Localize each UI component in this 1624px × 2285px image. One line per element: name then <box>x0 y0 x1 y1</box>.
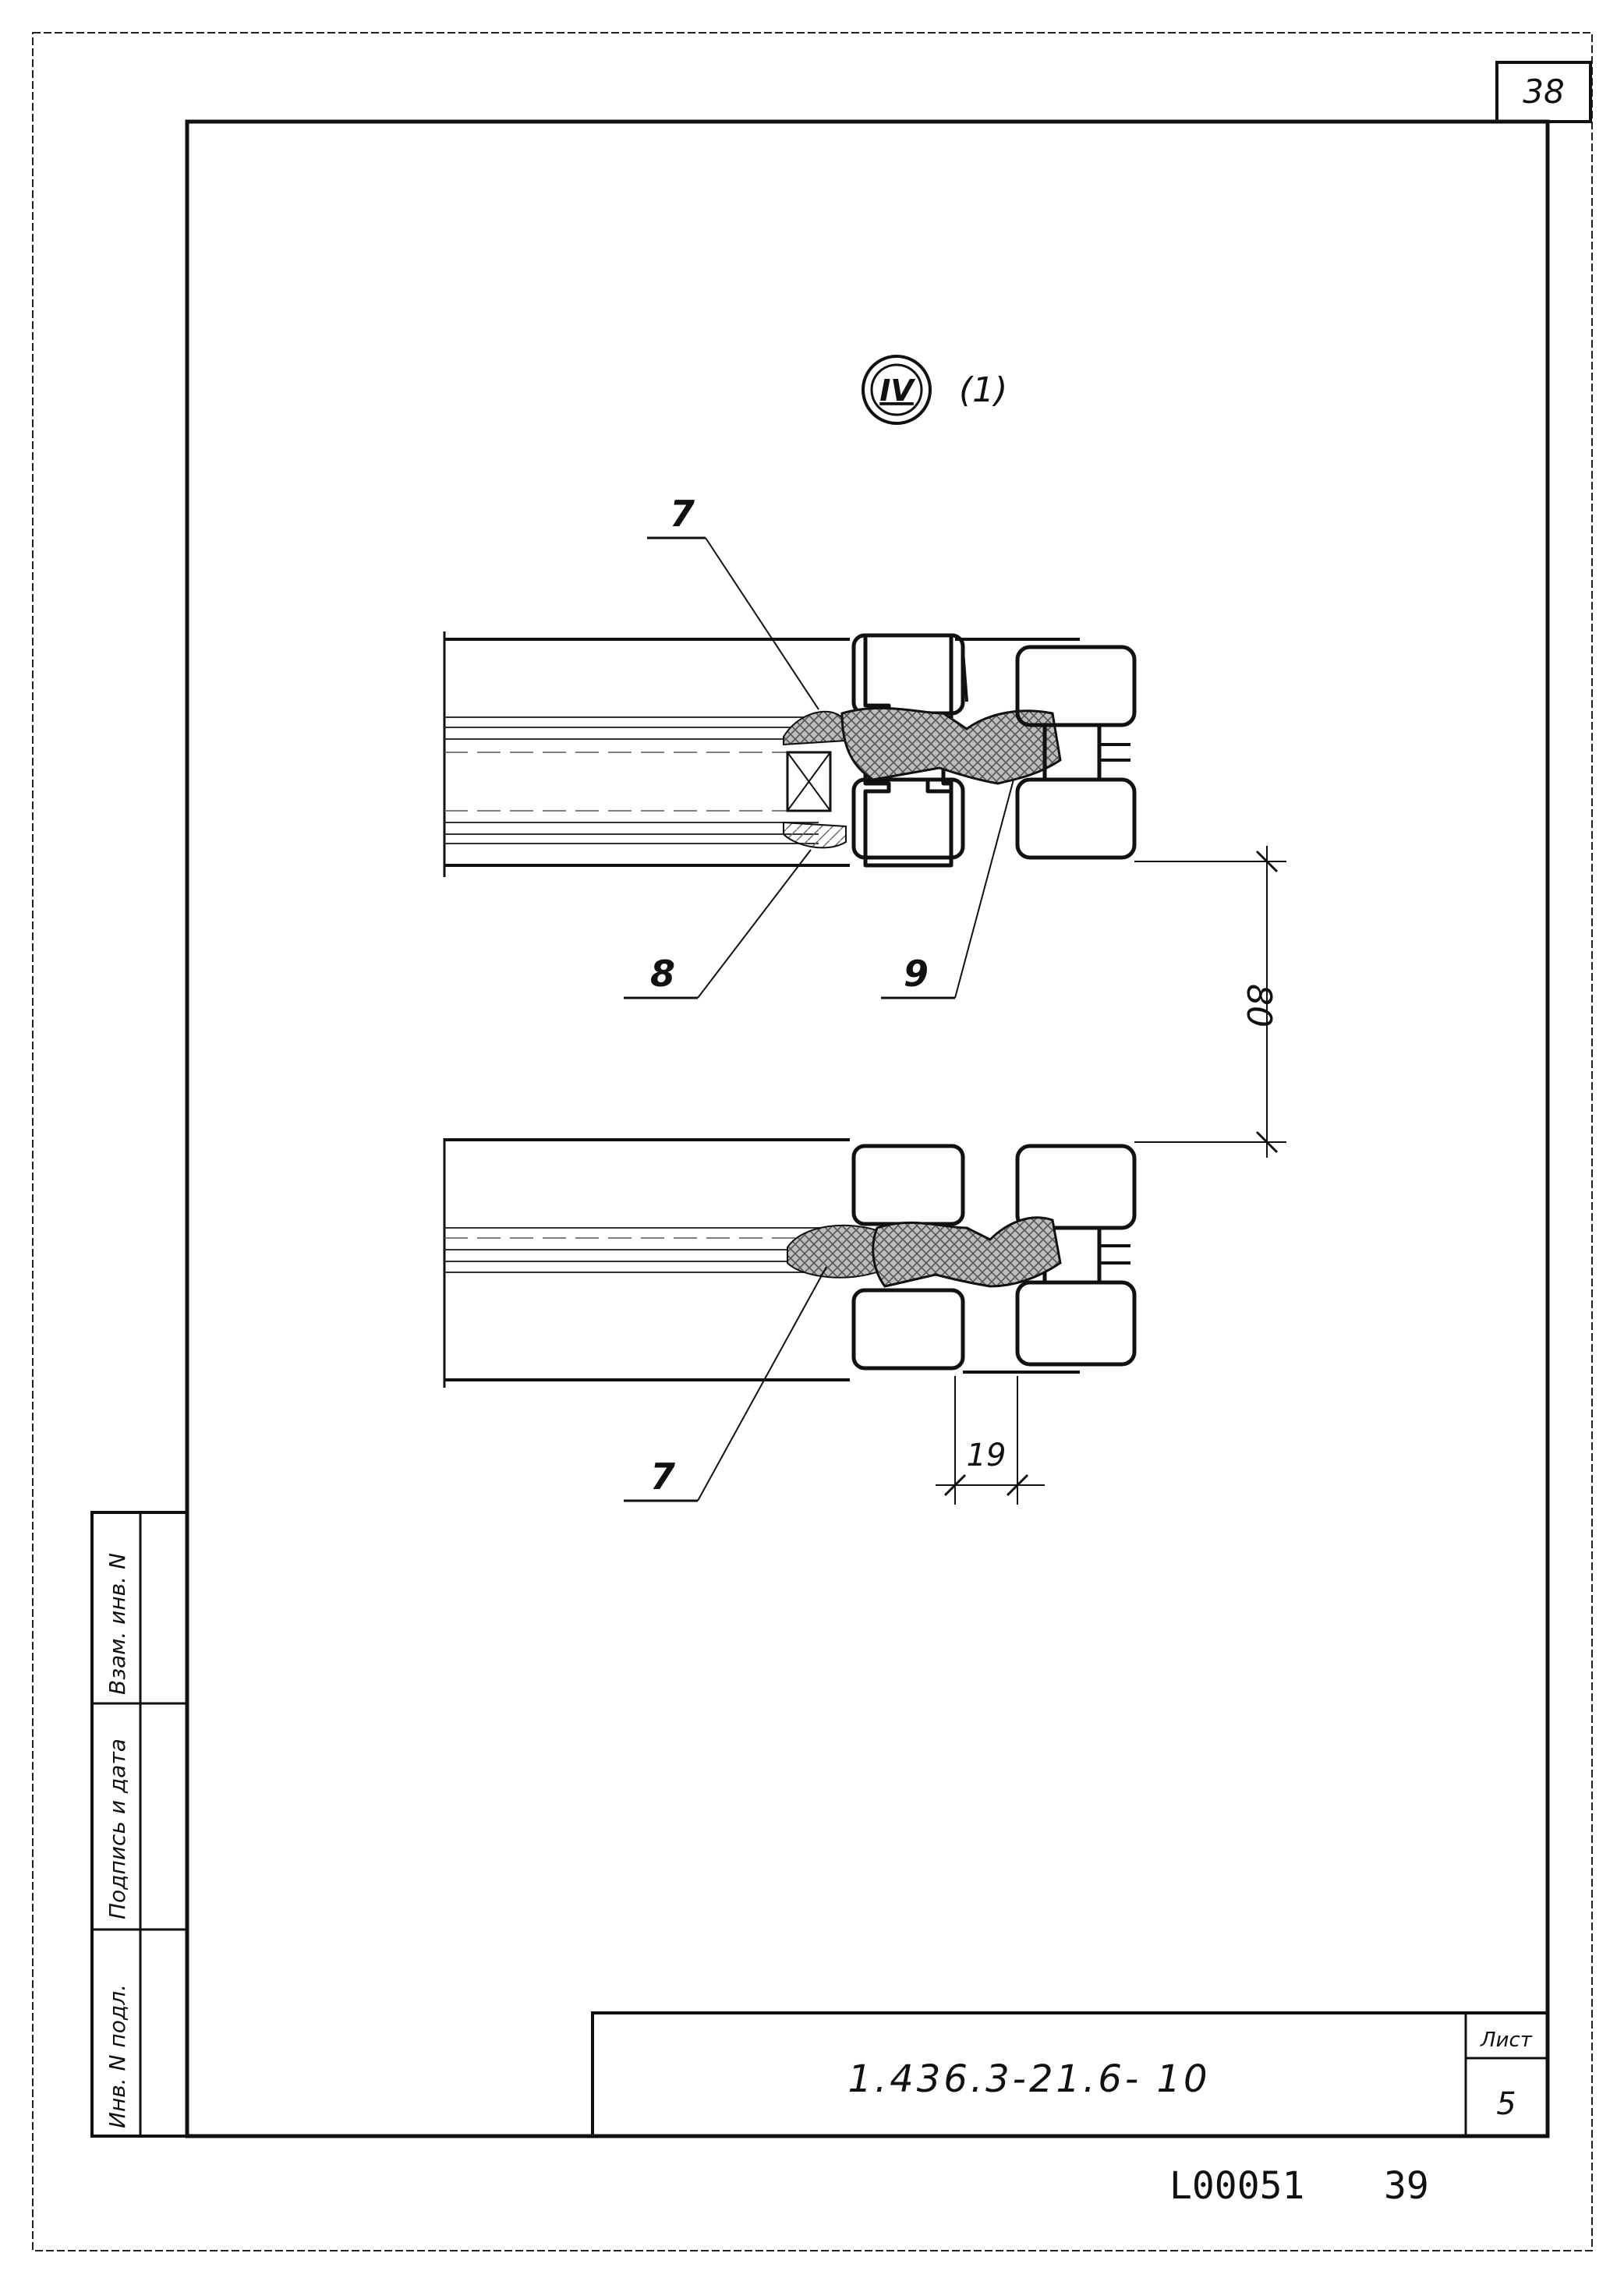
view-marker: IV (1) <box>862 355 1007 425</box>
callout-gasket: 9 <box>881 779 1014 999</box>
dimension-gap-value: 80 <box>1239 984 1279 1028</box>
outer-border <box>32 32 1593 2251</box>
callout-top: 7 <box>647 493 819 710</box>
sheet-label: Лист <box>1480 2029 1533 2052</box>
corner-sheet-number: 38 <box>1523 73 1564 111</box>
callout-top-label: 7 <box>670 493 695 535</box>
inner-frame <box>185 119 1550 2138</box>
side-stamp: Инв. N подл. Подпись и дата Взам. инв. N <box>90 1511 189 2138</box>
callout-bottom-label: 7 <box>650 1456 675 1498</box>
corner-number-box <box>1495 61 1592 123</box>
stamp-replacement-label: Взам. инв. N <box>104 1553 130 1695</box>
callout-gasket-label: 9 <box>904 953 929 995</box>
callout-bottom: 7 <box>624 1266 827 1502</box>
lower-section <box>443 1138 1137 1388</box>
archive-page: 39 <box>1384 2164 1429 2208</box>
dimension-gap: 80 <box>1134 846 1286 1158</box>
callout-seal-label: 8 <box>650 953 675 995</box>
stamp-inventory-label: Инв. N подл. <box>104 1984 130 2128</box>
dimension-width: 19 <box>936 1376 1045 1505</box>
callout-seal: 8 <box>624 849 812 999</box>
view-marker-numeral: IV <box>879 373 915 408</box>
archive-code: L00051 <box>1169 2164 1304 2208</box>
dimension-width-value: 19 <box>967 1438 1007 1473</box>
title-block: 1.436.3-21.6- 10 Лист 5 <box>591 2011 1549 2138</box>
document-code: 1.436.3-21.6- 10 <box>847 2057 1210 2101</box>
sheet-number: 5 <box>1496 2086 1516 2122</box>
upper-section <box>443 631 1137 877</box>
stamp-signature-label: Подпись и дата <box>104 1739 130 1919</box>
view-variant: (1) <box>959 370 1007 410</box>
